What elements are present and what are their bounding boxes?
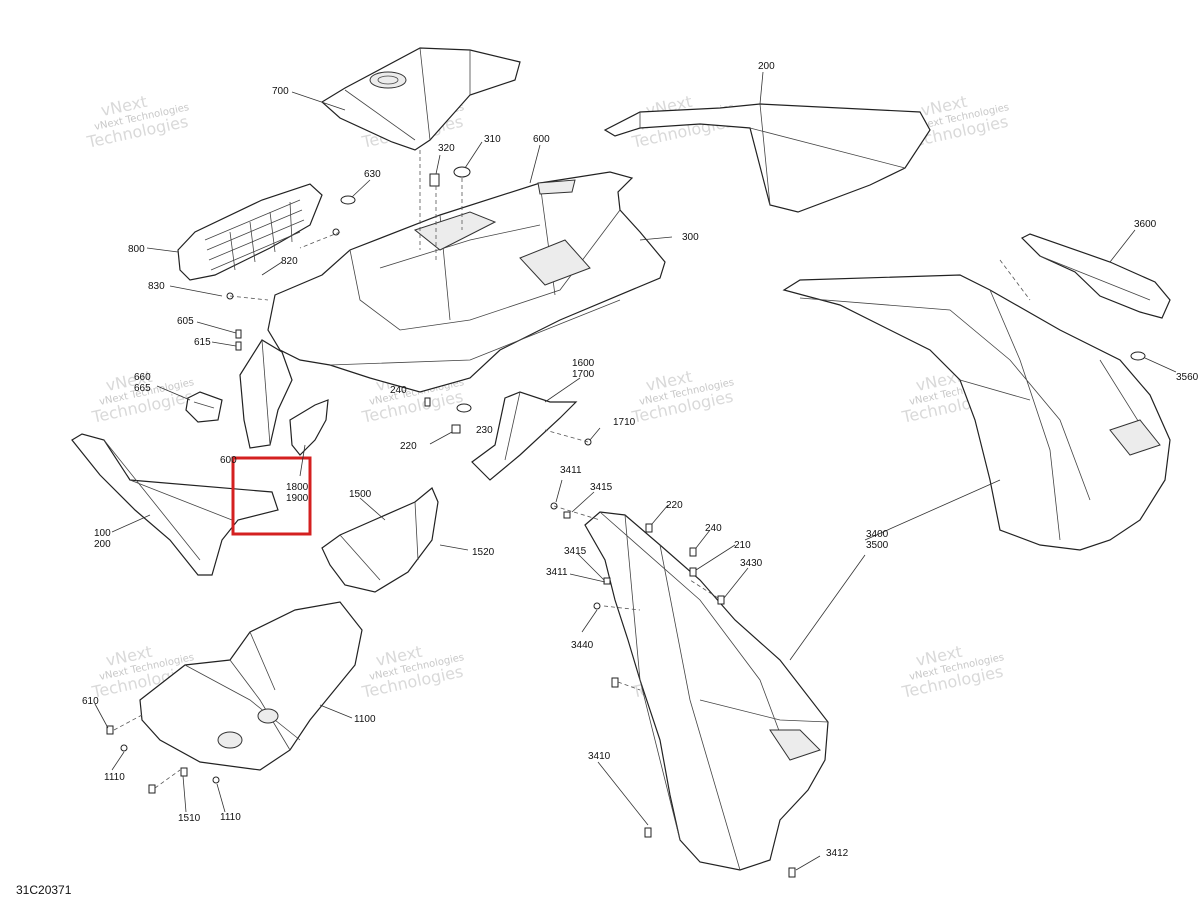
callout-1710[interactable]: 1710	[613, 417, 636, 428]
callout-labels: 700 200 320 310 600 630 300 800 820 830 …	[82, 61, 1199, 859]
part-3600-upper-panel[interactable]	[1020, 233, 1171, 319]
callout-100[interactable]: 100	[94, 528, 111, 539]
callout-300[interactable]: 300	[682, 232, 699, 243]
part-200-side-panel[interactable]	[603, 103, 931, 213]
callout-3560[interactable]: 3560	[1176, 372, 1199, 383]
callout-600[interactable]: 600	[533, 134, 550, 145]
callout-3440[interactable]: 3440	[571, 640, 594, 651]
callout-3410[interactable]: 3410	[588, 751, 611, 762]
callout-830[interactable]: 830	[148, 281, 165, 292]
callout-200-left[interactable]: 200	[94, 539, 111, 550]
callout-1510[interactable]: 1510	[178, 813, 201, 824]
callout-3500[interactable]: 3500	[866, 540, 889, 551]
hardware-fasteners-top	[226, 166, 471, 351]
part-1100-skid-plate[interactable]	[139, 601, 363, 771]
part-1500-cover[interactable]	[321, 487, 439, 593]
part-100-200-left-panel[interactable]	[71, 433, 279, 576]
callout-615[interactable]: 615	[194, 337, 211, 348]
diagram-id: 31C20371	[16, 883, 72, 897]
callout-310[interactable]: 310	[484, 134, 501, 145]
callout-3400[interactable]: 3400	[866, 529, 889, 540]
callout-820[interactable]: 820	[281, 256, 298, 267]
callout-320[interactable]: 320	[438, 143, 455, 154]
hardware-fasteners-right	[550, 502, 796, 878]
callout-800[interactable]: 800	[128, 244, 145, 255]
part-rear-bracket[interactable]	[239, 339, 293, 449]
hardware-fasteners-mid	[424, 397, 592, 446]
callout-3412[interactable]: 3412	[826, 848, 849, 859]
callout-1110[interactable]: 1110	[104, 772, 125, 783]
callout-600-lower[interactable]: 600	[220, 455, 237, 466]
callout-1110-b[interactable]: 1110	[220, 812, 241, 823]
part-300-main-body[interactable]	[267, 171, 666, 393]
callout-1700[interactable]: 1700	[572, 369, 595, 380]
callout-610[interactable]: 610	[82, 696, 99, 707]
callout-1500[interactable]: 1500	[349, 489, 372, 500]
callout-3411[interactable]: 3411	[560, 465, 582, 476]
callout-665[interactable]: 665	[134, 383, 151, 394]
callout-1520[interactable]: 1520	[472, 547, 495, 558]
callout-1900[interactable]: 1900	[286, 493, 309, 504]
highlight-box	[231, 456, 312, 536]
callout-1100[interactable]: 1100	[354, 714, 376, 725]
hardware-3560	[1130, 351, 1146, 361]
callout-700[interactable]: 700	[272, 86, 289, 97]
part-3400-3500-fender[interactable]	[782, 274, 1171, 551]
callout-210[interactable]: 210	[734, 540, 751, 551]
callout-630[interactable]: 630	[364, 169, 381, 180]
callout-3600[interactable]: 3600	[1134, 219, 1157, 230]
callout-230[interactable]: 230	[476, 425, 493, 436]
callout-240-right[interactable]: 240	[705, 523, 722, 534]
callout-3415[interactable]: 3415	[590, 482, 613, 493]
callout-660[interactable]: 660	[134, 372, 151, 383]
callout-220-right[interactable]: 220	[666, 500, 683, 511]
callout-3430[interactable]: 3430	[740, 558, 763, 569]
callout-605[interactable]: 605	[177, 316, 194, 327]
callout-220[interactable]: 220	[400, 441, 417, 452]
callout-1600[interactable]: 1600	[572, 358, 595, 369]
callout-3415-b[interactable]: 3415	[564, 546, 587, 557]
leader-lines	[94, 71, 1177, 871]
part-1600-1700-bracket[interactable]	[471, 391, 578, 481]
part-3410-side-panel[interactable]	[584, 511, 829, 871]
hardware-fasteners-lower-left	[106, 725, 220, 794]
part-bracket-small[interactable]	[289, 399, 329, 456]
callout-200[interactable]: 200	[758, 61, 775, 72]
part-660-light[interactable]	[185, 391, 223, 423]
part-800-grille[interactable]	[177, 183, 323, 281]
callout-3411-b[interactable]: 3411	[546, 567, 568, 578]
callout-240[interactable]: 240	[390, 385, 407, 396]
part-700-top-cover[interactable]	[320, 47, 521, 151]
callout-1800[interactable]: 1800	[286, 482, 309, 493]
